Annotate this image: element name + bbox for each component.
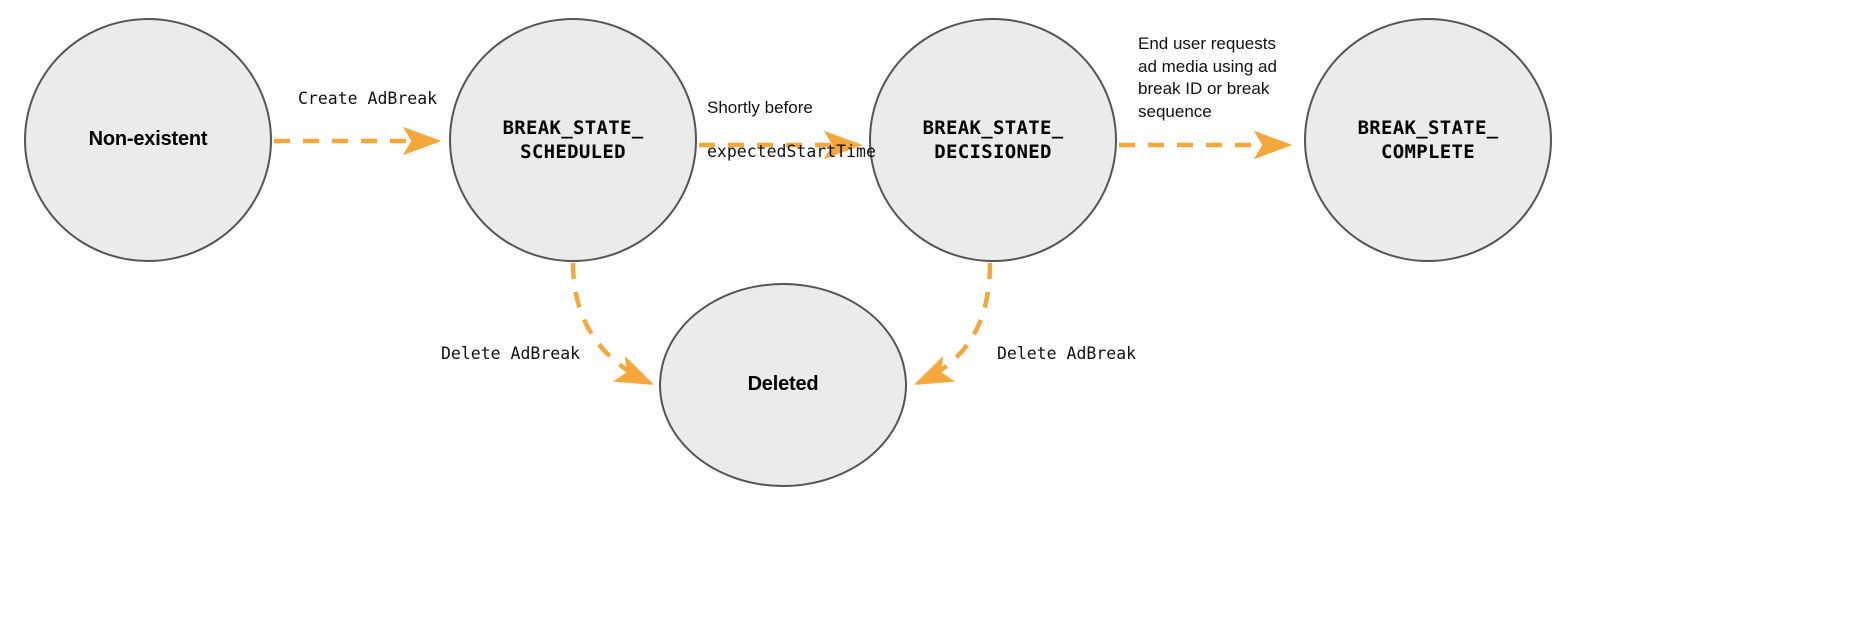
node-label-break-state-complete: BREAK_STATE_ COMPLETE bbox=[1357, 116, 1499, 163]
node-deleted[interactable]: Deleted bbox=[659, 283, 907, 487]
node-label-break-state-scheduled: BREAK_STATE_ SCHEDULED bbox=[502, 116, 644, 163]
node-break-state-complete[interactable]: BREAK_STATE_ COMPLETE bbox=[1304, 18, 1552, 262]
node-break-state-decisioned[interactable]: BREAK_STATE_ DECISIONED bbox=[869, 18, 1117, 262]
edge-delete-adbreak-from-decisioned bbox=[913, 262, 993, 386]
node-non-existent[interactable]: Non-existent bbox=[24, 18, 272, 262]
edge-delete-adbreak-from-scheduled bbox=[570, 262, 655, 386]
node-label-non-existent: Non-existent bbox=[88, 128, 208, 151]
node-label-break-state-decisioned: BREAK_STATE_ DECISIONED bbox=[922, 116, 1064, 163]
node-label-deleted: Deleted bbox=[747, 373, 819, 396]
node-break-state-scheduled[interactable]: BREAK_STATE_ SCHEDULED bbox=[449, 18, 697, 262]
